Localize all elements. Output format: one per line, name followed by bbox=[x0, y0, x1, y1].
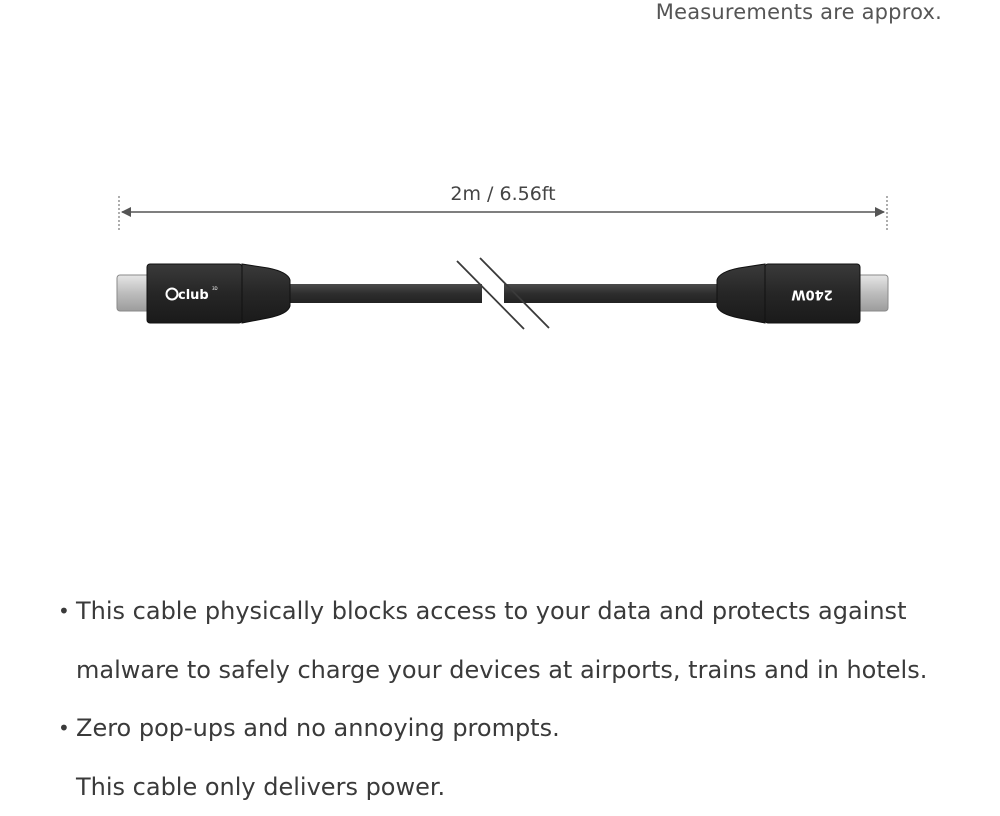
usb-c-plug-left bbox=[117, 275, 150, 311]
strain-relief-right bbox=[717, 264, 765, 323]
cable-segment-left bbox=[288, 284, 482, 303]
feature-text-line: This cable only delivers power. bbox=[76, 758, 958, 816]
strain-relief-left bbox=[242, 264, 290, 323]
feature-item: • Zero pop-ups and no annoying prompts. … bbox=[58, 699, 958, 816]
bullet-icon: • bbox=[58, 582, 70, 641]
bullet-icon: • bbox=[58, 699, 70, 758]
cable-diagram: 2m / 6.56ft club 3D 240W bbox=[0, 0, 1000, 400]
logo-brand-text: club bbox=[178, 288, 209, 303]
feature-text-line: Zero pop-ups and no annoying prompts. bbox=[76, 699, 958, 758]
feature-item: • This cable physically blocks access to… bbox=[58, 582, 958, 699]
dimension-label: 2m / 6.56ft bbox=[450, 183, 555, 205]
dimension-arrow-right bbox=[875, 207, 885, 217]
feature-text-line: malware to safely charge your devices at… bbox=[76, 641, 958, 700]
feature-text-line: This cable physically blocks access to y… bbox=[76, 582, 958, 641]
dimension-indicator: 2m / 6.56ft bbox=[119, 183, 887, 230]
logo-brand-superscript: 3D bbox=[212, 286, 218, 291]
dimension-arrow-left bbox=[121, 207, 131, 217]
usb-c-cable: club 3D 240W bbox=[117, 258, 888, 329]
connector-right: 240W bbox=[717, 264, 888, 323]
connector-left: club 3D bbox=[117, 264, 290, 323]
feature-list: • This cable physically blocks access to… bbox=[58, 582, 958, 816]
cable-segment-right bbox=[504, 284, 720, 303]
power-rating-label: 240W bbox=[791, 287, 832, 302]
